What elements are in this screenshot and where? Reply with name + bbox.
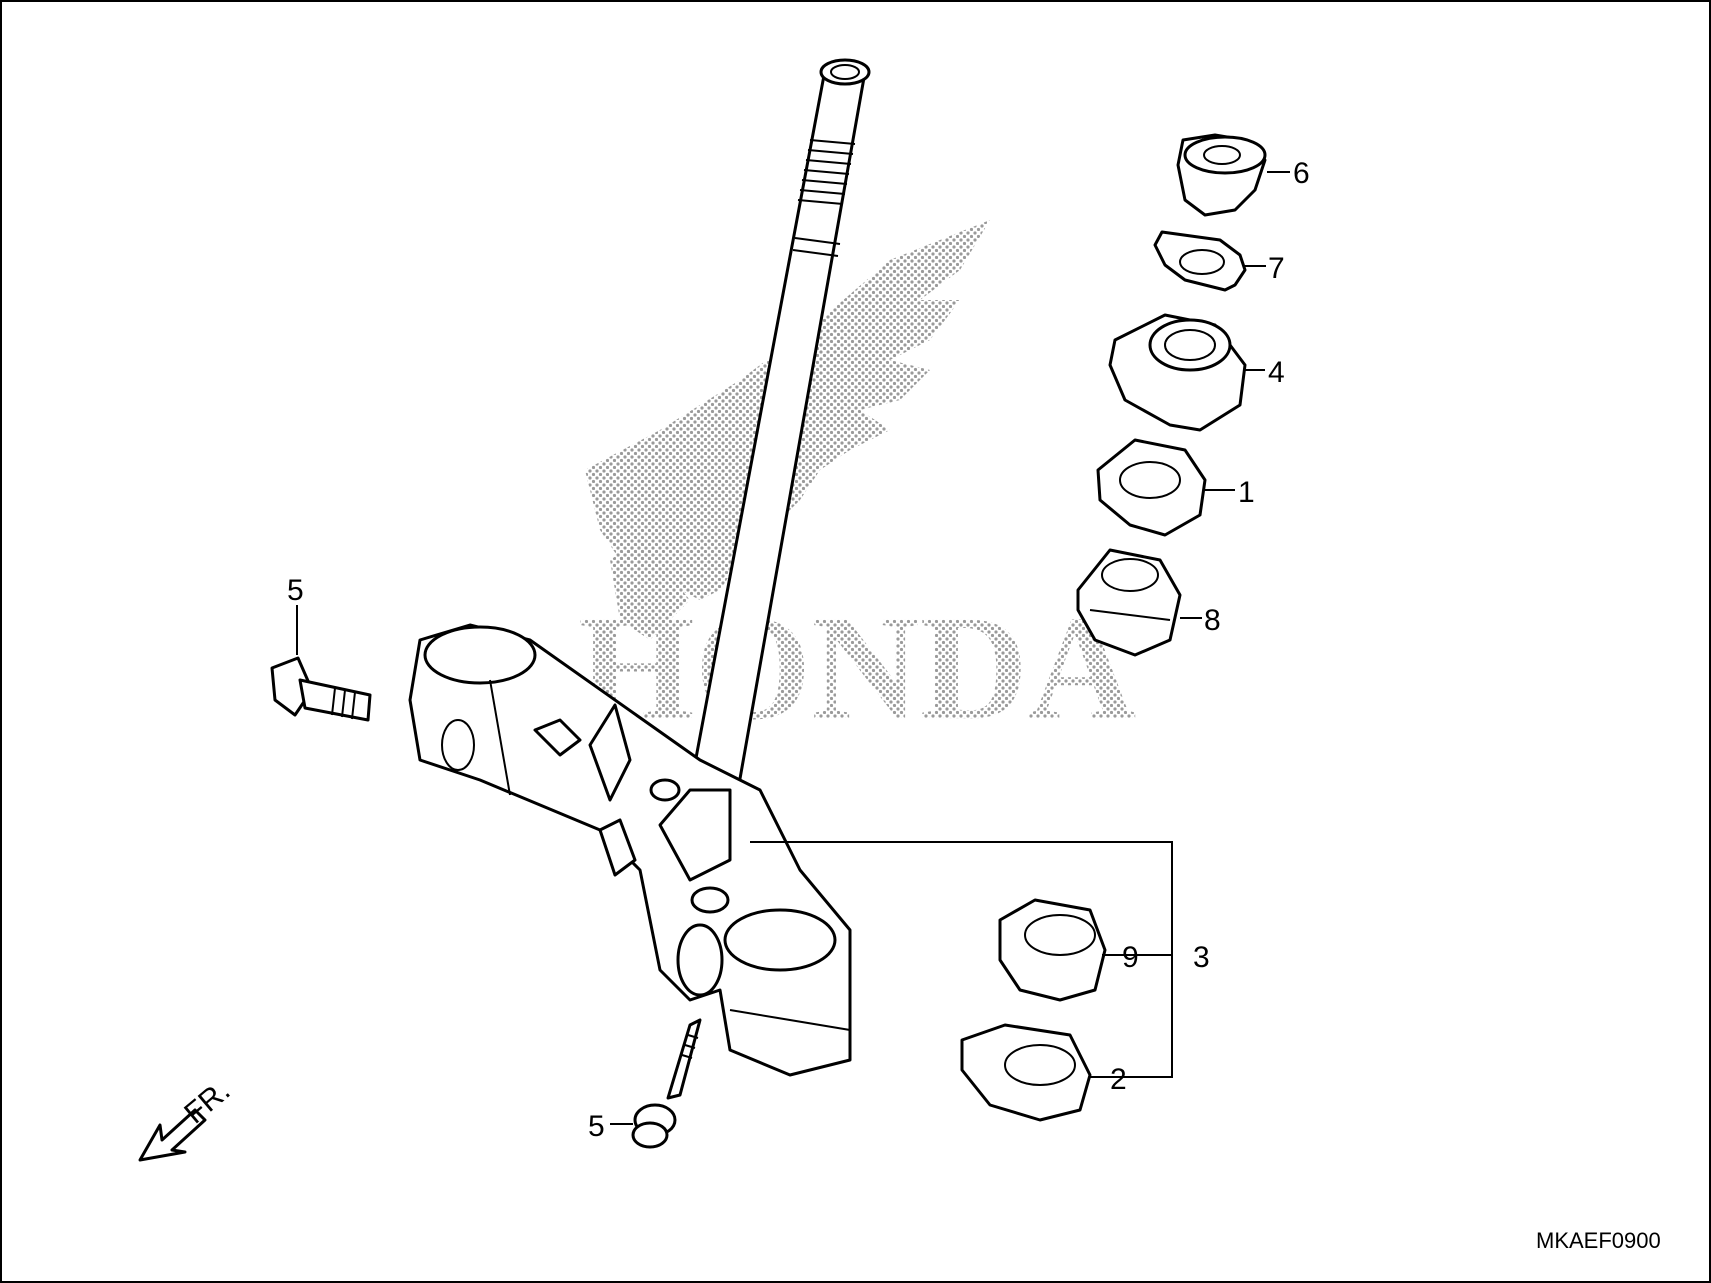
steering-stem-lower-bridge	[408, 623, 852, 1077]
honda-watermark-text: HONDA	[578, 585, 1136, 751]
callout-9: 9	[1122, 941, 1139, 974]
part-6-nut	[1176, 133, 1290, 217]
callout-5-lower: 5	[588, 1110, 605, 1143]
part-5-lower-bolt	[610, 1018, 702, 1149]
callout-1: 1	[1238, 476, 1255, 509]
part-1-bearing	[1096, 438, 1235, 537]
diagram-code: MKAEF0900	[1536, 1228, 1661, 1253]
callout-4: 4	[1268, 356, 1285, 389]
part-9-dust-seal	[998, 898, 1120, 1002]
callout-6: 6	[1293, 157, 1310, 190]
callout-8: 8	[1204, 604, 1221, 637]
callout-3: 3	[1193, 941, 1210, 974]
callout-5-upper: 5	[287, 574, 304, 607]
callout-7: 7	[1268, 252, 1285, 285]
callout-2: 2	[1110, 1063, 1127, 1096]
part-5-upper-bolt	[270, 605, 372, 722]
front-direction-arrow: FR.	[138, 1074, 237, 1162]
part-8-bearing	[1076, 548, 1202, 657]
part-4-adjusting-nut	[1108, 313, 1265, 432]
part-7-washer	[1153, 230, 1266, 292]
part-2-bearing-race	[960, 1023, 1100, 1122]
